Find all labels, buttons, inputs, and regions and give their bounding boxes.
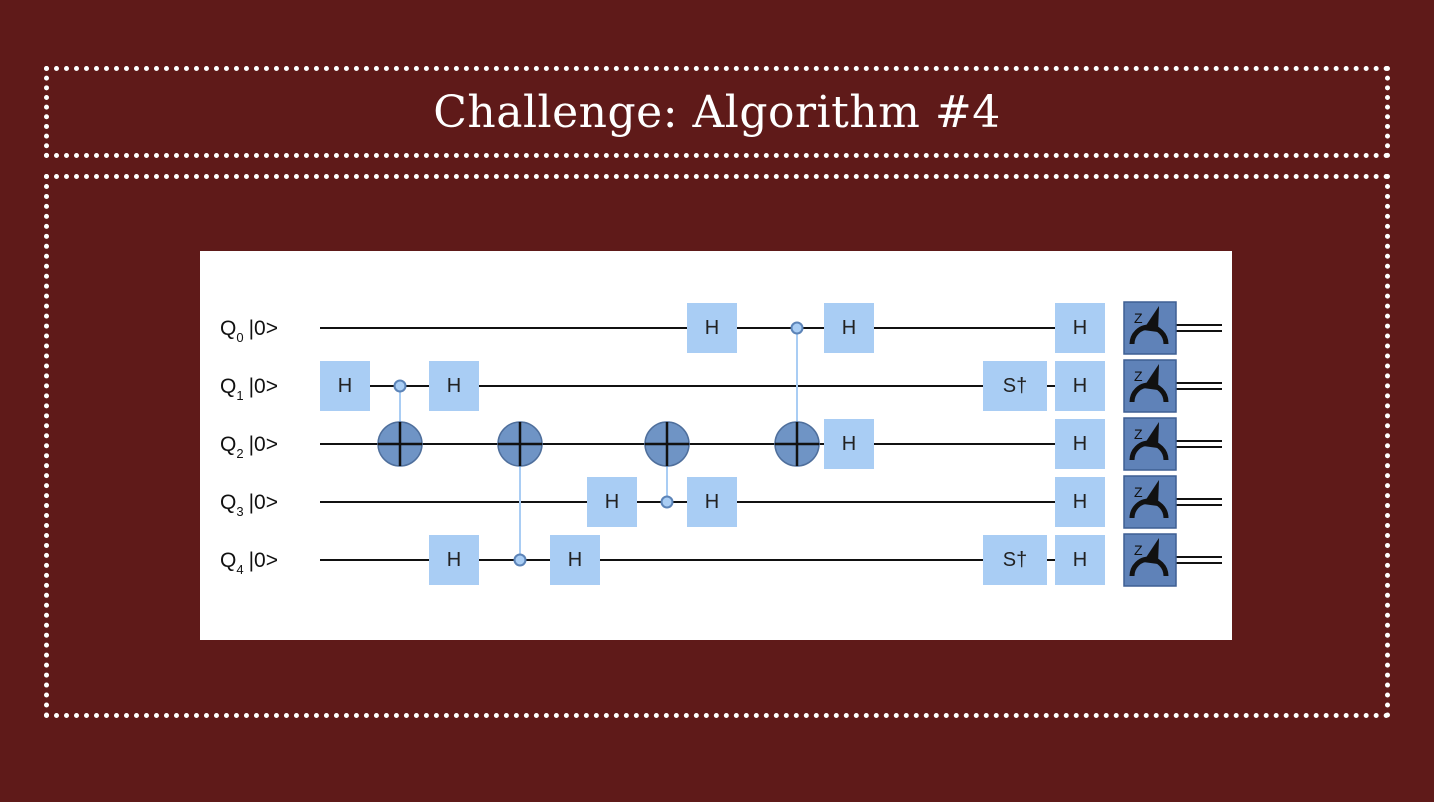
sdg-gate bbox=[983, 535, 1047, 585]
gate-label: H bbox=[1073, 549, 1087, 571]
h-gate bbox=[1055, 419, 1105, 469]
h-gate bbox=[1055, 477, 1105, 527]
h-gate bbox=[824, 303, 874, 353]
measure-needle bbox=[1143, 480, 1159, 506]
measure-basis-label: Z bbox=[1134, 426, 1143, 442]
content-frame bbox=[44, 174, 1390, 718]
gate-label: H bbox=[447, 375, 461, 397]
measure-needle bbox=[1143, 538, 1159, 564]
gate-label: S† bbox=[1003, 375, 1027, 397]
h-gate bbox=[550, 535, 600, 585]
qubit-label: Q1|0> bbox=[220, 375, 278, 403]
circuit-diagram-panel: Q0|0> Q1|0> Q2|0> Q3|0> Q4|0> H H H H H H H H H S† S† H H… bbox=[200, 251, 1232, 640]
h-gate bbox=[1055, 361, 1105, 411]
measure-needle bbox=[1143, 364, 1159, 390]
gate-label: H bbox=[447, 549, 461, 571]
h-gate bbox=[687, 477, 737, 527]
cnot-control bbox=[393, 379, 407, 393]
gate-label: H bbox=[1073, 317, 1087, 339]
quantum-circuit: Q0|0> Q1|0> Q2|0> Q3|0> Q4|0> H H H H H H H H H S† S† H H… bbox=[220, 301, 1222, 587]
h-gate bbox=[429, 361, 479, 411]
gate-label: H bbox=[1073, 491, 1087, 513]
gate-label: H bbox=[842, 317, 856, 339]
h-gate bbox=[824, 419, 874, 469]
cnot-control bbox=[790, 321, 804, 335]
title-frame bbox=[44, 66, 1390, 158]
h-gate bbox=[429, 535, 479, 585]
measure-basis-label: Z bbox=[1134, 484, 1143, 500]
h-gate bbox=[320, 361, 370, 411]
qubit-label: Q0|0> bbox=[220, 317, 278, 345]
gate-label: H bbox=[1073, 433, 1087, 455]
qubit-label: Q3|0> bbox=[220, 491, 278, 519]
measure-gate bbox=[1123, 533, 1177, 587]
measure-basis-label: Z bbox=[1134, 310, 1143, 326]
gate-label: H bbox=[568, 549, 582, 571]
cnot-control bbox=[660, 495, 674, 509]
measure-needle bbox=[1143, 422, 1159, 448]
gate-label: H bbox=[605, 491, 619, 513]
gate-label: H bbox=[338, 375, 352, 397]
qubit-label: Q2|0> bbox=[220, 433, 278, 461]
cnot-control bbox=[513, 553, 527, 567]
h-gate bbox=[1055, 535, 1105, 585]
qubit-label: Q4|0> bbox=[220, 549, 278, 577]
gate-label: H bbox=[705, 491, 719, 513]
h-gate bbox=[687, 303, 737, 353]
measure-gate bbox=[1123, 475, 1177, 529]
gate-label: S† bbox=[1003, 549, 1027, 571]
slide-title: Challenge: Algorithm #4 bbox=[433, 86, 1001, 138]
measure-basis-label: Z bbox=[1134, 542, 1143, 558]
gate-label: H bbox=[842, 433, 856, 455]
h-gate bbox=[587, 477, 637, 527]
h-gate bbox=[1055, 303, 1105, 353]
measure-needle bbox=[1143, 306, 1159, 332]
sdg-gate bbox=[983, 361, 1047, 411]
gate-label: H bbox=[705, 317, 719, 339]
measure-basis-label: Z bbox=[1134, 368, 1143, 384]
gate-label: H bbox=[1073, 375, 1087, 397]
